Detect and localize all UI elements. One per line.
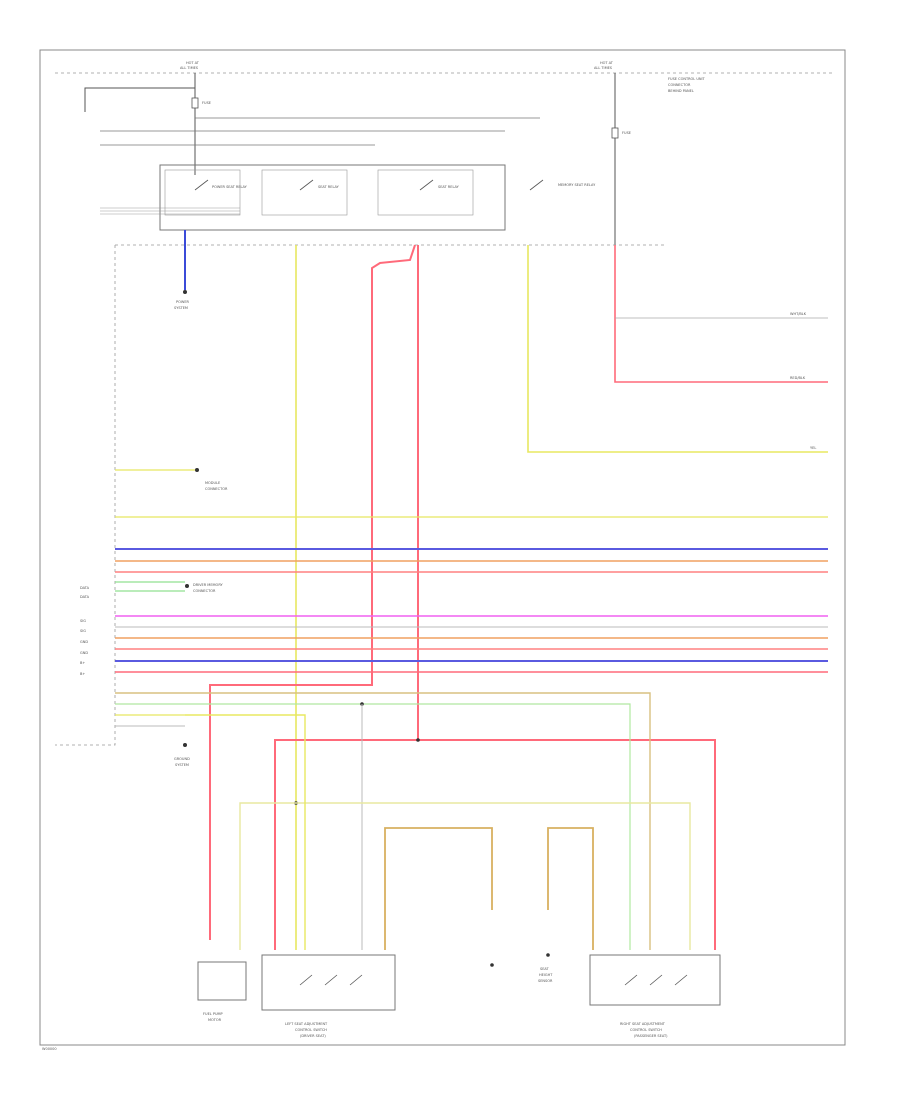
bus-tan-lower bbox=[115, 692, 651, 950]
red-wire-main bbox=[209, 244, 416, 940]
relay-2-switch bbox=[299, 179, 314, 191]
bottom-component-center-label-1: SEAT bbox=[540, 967, 550, 971]
bottom-component-mid-label-2: CONTROL SWITCH bbox=[295, 1028, 327, 1032]
right-wire-label-1: WHT/BLK bbox=[790, 312, 807, 316]
left-fuse-label: FUSE bbox=[202, 101, 211, 105]
bus-green-lower bbox=[115, 703, 631, 950]
ground-left-label-2: SYSTEM bbox=[174, 306, 188, 310]
side-module-label-2: CONNECTOR bbox=[205, 487, 228, 491]
bottom-component-left-label-2: MOTOR bbox=[208, 1018, 222, 1022]
fuel-pump-box bbox=[197, 961, 247, 1001]
yellow-wire-switch-left bbox=[185, 714, 306, 950]
right-wire-label-3: YEL bbox=[810, 446, 816, 450]
right-seat-switch-2 bbox=[649, 974, 663, 986]
red-wire-far-right bbox=[614, 245, 828, 383]
left-pin-label-2: DATA bbox=[80, 595, 90, 599]
diagram-frame bbox=[39, 49, 846, 1046]
relay-3-label: SEAT RELAY bbox=[438, 185, 460, 189]
top-right-label-1: HOT AT bbox=[600, 61, 614, 65]
left-seat-switch-1 bbox=[299, 974, 313, 986]
bottom-component-center-label-2: HEIGHT bbox=[539, 973, 553, 977]
relay-3-switch bbox=[419, 179, 434, 191]
footer-code: W00000 bbox=[42, 1047, 57, 1051]
left-pin-label-5: GND bbox=[80, 640, 88, 644]
right-wire-label-2: RED/BLK bbox=[790, 376, 806, 380]
tan-u-wire-left bbox=[384, 827, 493, 950]
right-fuse-label: FUSE bbox=[622, 131, 631, 135]
right-seat-switch-1 bbox=[624, 974, 638, 986]
lower-ground-label-2: SYSTEM bbox=[175, 763, 189, 767]
top-left-label-1: HOT AT bbox=[186, 61, 200, 65]
yellow-wire-right bbox=[527, 245, 828, 453]
tan-u-wire-right bbox=[547, 827, 594, 950]
relay-4-label: MEMORY SEAT RELAY bbox=[558, 183, 596, 187]
left-pin-label-6: GND bbox=[80, 651, 88, 655]
left-pin-label-7: B+ bbox=[80, 661, 85, 665]
relay-2-label: SEAT RELAY bbox=[318, 185, 340, 189]
bottom-component-left-label-1: FUEL PUMP bbox=[203, 1012, 223, 1016]
yellow-cross-wire bbox=[239, 802, 691, 950]
left-pin-label-8: B+ bbox=[80, 672, 85, 676]
bottom-component-right-label-1: RIGHT SEAT ADJUSTMENT bbox=[620, 1022, 666, 1026]
top-right-note-2: CONNECTOR bbox=[668, 83, 691, 87]
ground-point bbox=[183, 290, 187, 294]
lower-ground-label-1: GROUND bbox=[174, 757, 190, 761]
bottom-component-mid-label-1: LEFT SEAT ADJUSTMENT bbox=[285, 1022, 328, 1026]
left-feed-wire bbox=[84, 73, 196, 112]
bottom-component-right-label-3: (PASSENGER SEAT) bbox=[634, 1034, 668, 1038]
mid-note-label-2: CONNECTOR bbox=[193, 589, 216, 593]
left-seat-switch-3 bbox=[349, 974, 363, 986]
relay-4-switch bbox=[529, 179, 544, 191]
left-pin-label-3: SIG bbox=[80, 619, 86, 623]
ground-left-label-1: POWER bbox=[176, 300, 190, 304]
right-seat-switch-box bbox=[589, 954, 721, 1006]
relay-1-switch bbox=[194, 179, 209, 191]
left-seat-switch-2 bbox=[324, 974, 338, 986]
left-pin-label-1: DATA bbox=[80, 586, 90, 590]
top-right-note-3: BEHIND PANEL bbox=[668, 89, 694, 93]
mid-note-label-1: DRIVER MEMORY bbox=[193, 583, 224, 587]
left-seat-switch-box bbox=[261, 954, 396, 1011]
lower-ground-point bbox=[183, 743, 187, 747]
relay-box bbox=[159, 164, 506, 231]
red-wire-center bbox=[274, 245, 419, 950]
relay-1-box bbox=[164, 169, 241, 216]
right-seat-switch-3 bbox=[674, 974, 688, 986]
junction-dot-2 bbox=[416, 738, 420, 742]
relay-3-box bbox=[377, 169, 474, 216]
module-ref-point bbox=[195, 468, 199, 472]
relay-2-box bbox=[261, 169, 348, 216]
bottom-component-right-label-2: CONTROL SWITCH bbox=[630, 1028, 662, 1032]
module-bracket bbox=[55, 245, 116, 746]
right-fuse-icon bbox=[611, 127, 619, 139]
left-fuse-icon bbox=[191, 97, 199, 109]
tan-term-2 bbox=[546, 953, 550, 957]
memory-ref-point bbox=[185, 584, 189, 588]
left-pin-label-4: SIG bbox=[80, 629, 86, 633]
top-right-label-2: ALL TIMES bbox=[594, 66, 613, 70]
top-left-label-2: ALL TIMES bbox=[180, 66, 199, 70]
red-wire-right bbox=[418, 739, 716, 950]
bottom-component-mid-label-3: (DRIVER SEAT) bbox=[300, 1034, 326, 1038]
side-module-label-1: MODULE bbox=[205, 481, 220, 485]
relay-1-label: POWER SEAT RELAY bbox=[212, 185, 248, 189]
tan-term-1 bbox=[490, 963, 494, 967]
bottom-component-center-label-3: SENSOR bbox=[538, 979, 553, 983]
top-right-note-1: FUSE CONTROL UNIT bbox=[668, 77, 706, 81]
